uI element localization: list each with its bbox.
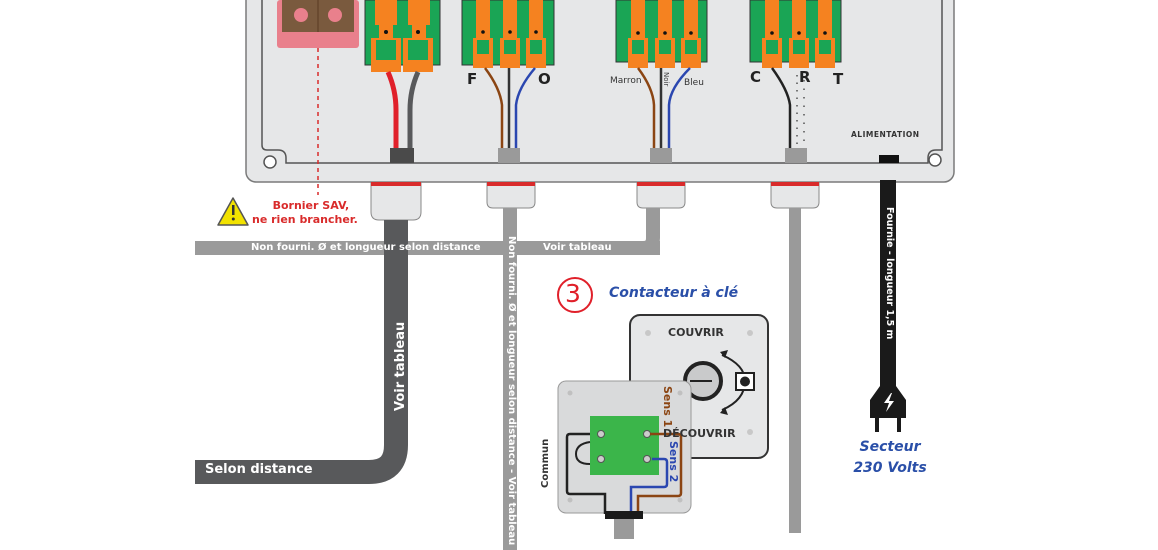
- cable-vertical-middle: [503, 208, 517, 550]
- terminal-label-t: T: [833, 70, 844, 88]
- power-cable-label: Fournie - longueur 1,5 m: [884, 207, 895, 340]
- wire-label-bleu: Bleu: [684, 78, 704, 88]
- cable-horizontal: [195, 241, 660, 255]
- cable-label-bottom-left: Selon distance: [205, 462, 313, 477]
- power-cable: [880, 180, 896, 380]
- terminal-label-c: C: [750, 68, 762, 86]
- warning-line-2: ne rien brancher.: [252, 213, 358, 226]
- alimentation-label: ALIMENTATION: [851, 130, 920, 139]
- decouvrir-label: DÉCOUVRIR: [663, 427, 736, 440]
- terminal-block-3: [615, 0, 708, 68]
- wire-label-noir: Noir: [662, 72, 670, 87]
- junction-box: [557, 380, 692, 539]
- cable-glands: [370, 181, 820, 221]
- cable-dark: [195, 220, 408, 484]
- step-number-circle: [557, 277, 593, 313]
- terminal-block-1: [364, 0, 441, 72]
- cable-label-vertical-middle: Non fourni. Ø et longueur selon distance…: [506, 236, 517, 546]
- mounting-hole-right: [928, 153, 942, 167]
- terminal-label-r: R: [799, 68, 811, 86]
- sens2-label: Sens 2: [667, 441, 680, 483]
- power-socket: [879, 155, 899, 163]
- cable-label-vertical-left: Voir tableau: [393, 321, 408, 411]
- warning-line-1: Bornier SAV,: [272, 199, 350, 212]
- cable-vertical-right: [789, 208, 801, 533]
- warning-triangle-icon: [217, 197, 249, 226]
- step-number: 3: [565, 279, 581, 308]
- terminal-block-4: [749, 0, 842, 68]
- cable-label-horizontal-right: Voir tableau: [543, 242, 612, 253]
- cable-label-horizontal-left: Non fourni. Ø et longueur selon distance: [251, 242, 481, 253]
- commun-label: Commun: [540, 438, 551, 488]
- mounting-hole-left: [263, 155, 277, 169]
- power-line-1: Secteur: [859, 439, 921, 455]
- couvrir-label: COUVRIR: [668, 326, 724, 339]
- terminal-label-o: O: [538, 70, 551, 88]
- terminal-label-f: F: [467, 70, 478, 88]
- wire-label-marron: Marron: [610, 76, 642, 86]
- power-text: Secteur 230 Volts: [846, 437, 934, 479]
- terminal-block-2: [461, 0, 555, 68]
- sens1-label: Sens 1: [661, 386, 674, 428]
- sav-terminal: [277, 0, 359, 195]
- power-line-2: 230 Volts: [853, 460, 927, 476]
- warning-text: Bornier SAV, ne rien brancher.: [252, 199, 358, 227]
- plug-icon: [870, 378, 906, 432]
- key-switch-title: Contacteur à clé: [609, 285, 739, 301]
